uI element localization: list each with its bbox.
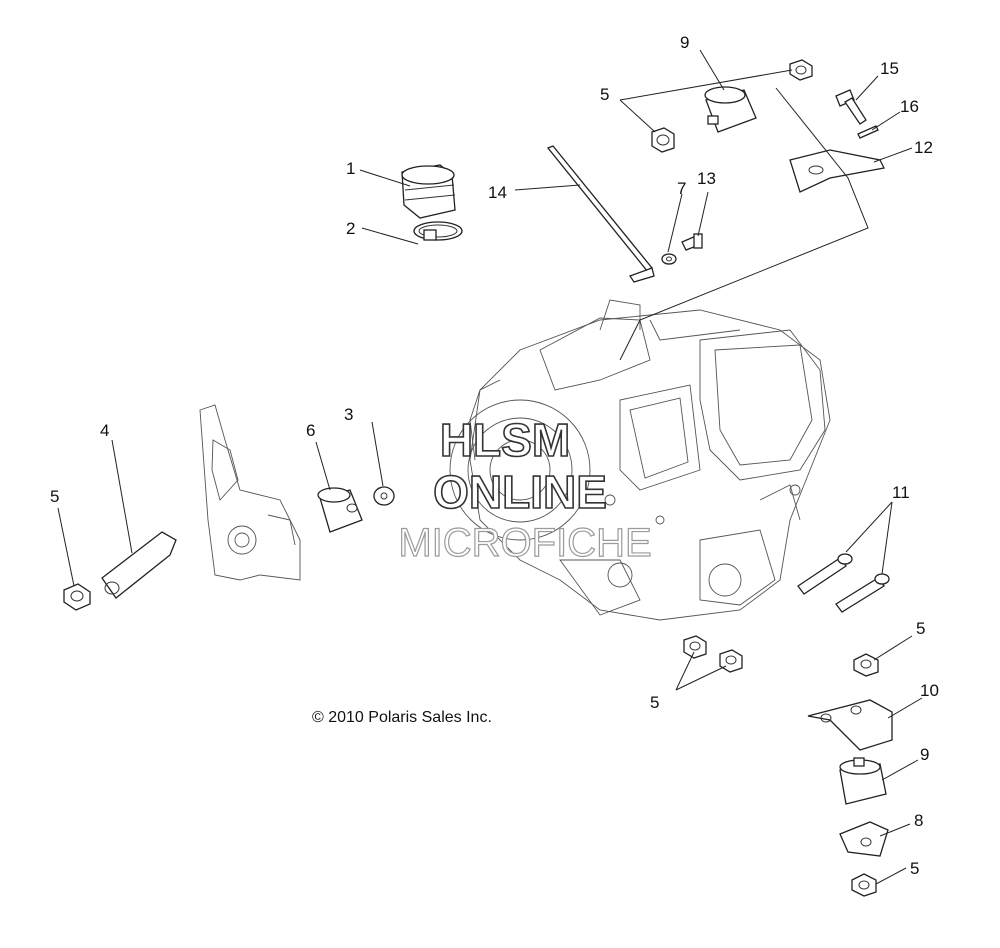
part-6-mount[interactable] [317, 487, 363, 533]
callout-5-top: 5 [600, 85, 609, 104]
part-4-plate[interactable] [101, 531, 177, 599]
part-9-mount-top[interactable] [704, 86, 757, 133]
callout-1: 1 [346, 159, 355, 178]
callout-8: 8 [914, 811, 923, 830]
watermark: HLSM ONLINE MICROFICHE [398, 413, 653, 565]
callout-7: 7 [677, 179, 686, 198]
part-3-washer[interactable] [373, 486, 395, 506]
callout-9-lower: 9 [920, 745, 929, 764]
callout-6: 6 [306, 421, 315, 440]
frame-section [199, 404, 301, 581]
watermark-line-2: ONLINE [433, 466, 607, 518]
callout-10: 10 [920, 681, 939, 700]
part-5-nut-top-right[interactable] [789, 59, 813, 81]
part-5-nut-lower-right[interactable] [853, 653, 879, 677]
callout-15: 15 [880, 59, 899, 78]
callout-2: 2 [346, 219, 355, 238]
part-12-bracket[interactable] [789, 149, 885, 193]
leader-lines [57, 49, 923, 885]
callout-13: 13 [697, 169, 716, 188]
callout-5-bottom: 5 [910, 859, 919, 878]
callout-5-left: 5 [50, 487, 59, 506]
part-2-clamp[interactable] [413, 221, 463, 241]
part-7-washer[interactable] [661, 253, 677, 265]
callout-5-center: 5 [650, 693, 659, 712]
engine-assembly [449, 299, 831, 621]
callout-3: 3 [344, 405, 353, 424]
callout-12: 12 [914, 138, 933, 157]
callout-9-top: 9 [680, 33, 689, 52]
callout-16: 16 [900, 97, 919, 116]
watermark-line-1: HLSM [440, 414, 570, 466]
callout-11: 11 [892, 483, 910, 502]
part-5-nut-bottom[interactable] [851, 873, 877, 897]
part-1-boot[interactable] [401, 164, 456, 219]
part-5-nut-left[interactable] [63, 583, 91, 611]
part-15-bolt[interactable] [835, 89, 867, 125]
callout-4: 4 [100, 421, 109, 440]
copyright-notice: © 2010 Polaris Sales Inc. [312, 709, 492, 726]
callout-labels: 1 2 14 7 13 5 9 15 16 12 3 6 4 5 11 5 5 … [50, 33, 939, 878]
watermark-line-3: MICROFICHE [398, 521, 651, 565]
callout-14: 14 [488, 183, 507, 202]
part-5-nut-top[interactable] [651, 127, 675, 153]
part-14-rod[interactable] [546, 145, 655, 283]
part-13-bolt[interactable] [681, 233, 703, 251]
callout-5-lower-right: 5 [916, 619, 925, 638]
part-9-mount-lower[interactable] [839, 757, 887, 805]
part-11-bolts[interactable] [797, 553, 890, 613]
part-8-plate[interactable] [839, 821, 889, 857]
part-10-bracket[interactable] [807, 699, 893, 751]
